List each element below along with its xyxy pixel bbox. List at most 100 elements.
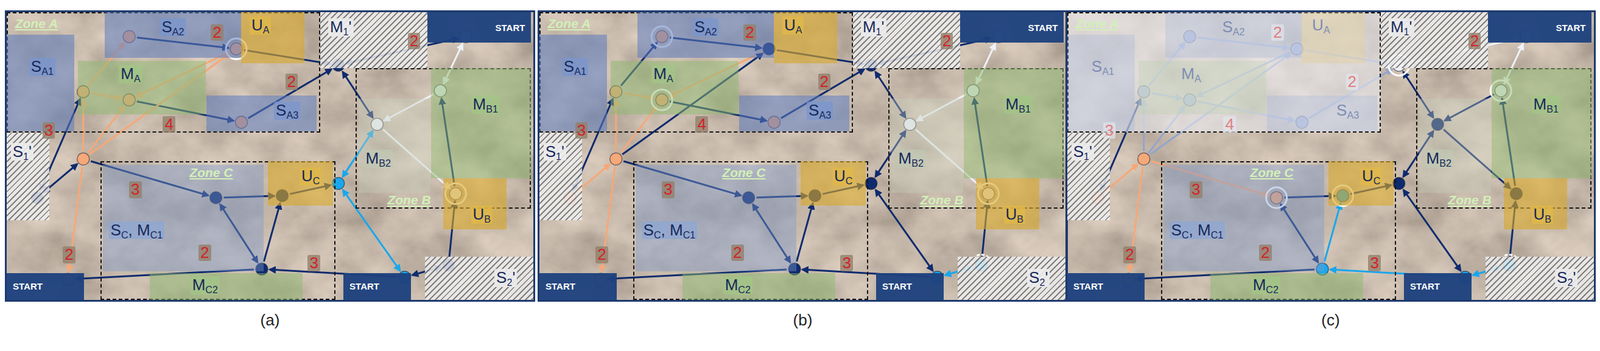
text-part: M <box>329 17 344 36</box>
text-part: ' <box>881 17 885 36</box>
text-part: A <box>1194 73 1202 85</box>
terrain <box>6 12 534 301</box>
cost-number: 4 <box>1223 116 1236 133</box>
region-label: SA3 <box>806 101 833 120</box>
number-holder: 2 <box>731 244 744 262</box>
region-label: S2' <box>1554 269 1578 288</box>
map-panel: (a)Zone ASA1SA2UAMASA3M1'STARTZone BMB1M… <box>4 10 536 302</box>
region-label: S1' <box>10 143 34 162</box>
area-region: MA <box>610 60 739 114</box>
route-arrow <box>1324 203 1341 262</box>
cost-number: 3 <box>840 255 853 272</box>
number-holder: 4 <box>162 116 175 133</box>
text-part: M <box>1533 94 1548 114</box>
region-label: MB1 <box>1531 95 1561 114</box>
text-part: S <box>31 57 42 76</box>
zone-label: Zone B <box>1447 192 1492 208</box>
start-box: START <box>960 12 1065 43</box>
start-box: START <box>1067 273 1145 301</box>
area-region: MC2 <box>149 273 303 301</box>
region-label: M1' <box>860 18 887 37</box>
region-label: UB <box>471 205 494 225</box>
number-holder: 3 <box>840 255 853 272</box>
text-part: ' <box>28 142 32 161</box>
region-label: MB1 <box>471 95 500 114</box>
area-region: SA1 <box>6 34 75 132</box>
start-box: START <box>1403 273 1472 301</box>
region-label: M1' <box>1388 18 1415 37</box>
terrain <box>1067 12 1594 301</box>
text-part: 1 <box>1403 26 1410 38</box>
text-part: B1 <box>485 104 499 116</box>
area-region: MC2 <box>1210 273 1364 301</box>
text-part: S <box>694 17 705 36</box>
region-label: SA1 <box>1089 57 1116 77</box>
text-part: U <box>784 15 796 35</box>
text-part: S <box>161 17 172 36</box>
text-part: (a) <box>260 311 281 330</box>
cost-number: 3 <box>307 255 320 272</box>
text-part: A <box>263 24 270 36</box>
text-part: A1 <box>1101 66 1115 78</box>
region-label: S2' <box>1027 269 1050 288</box>
hatched-region: S1' <box>6 132 50 221</box>
cost-number: 2 <box>731 244 744 262</box>
start-box: START <box>343 273 411 301</box>
area-region: SA3 <box>739 95 850 132</box>
text-part: S <box>12 142 24 161</box>
text-part: START <box>1410 281 1440 292</box>
text-part: S <box>1028 268 1040 287</box>
cost-number: 3 <box>575 122 588 139</box>
text-part: C <box>1373 175 1381 187</box>
text-part: START <box>1028 22 1059 33</box>
area-region: MA <box>77 60 206 114</box>
text-part: S <box>545 142 556 161</box>
region-label: UC <box>1360 167 1383 186</box>
region-label: START <box>882 281 913 292</box>
text-part: A <box>1323 24 1331 36</box>
number-holder: 2 <box>1346 73 1359 91</box>
text-part: Zone C <box>189 165 233 180</box>
text-part: START <box>495 22 526 33</box>
cost-number: 2 <box>210 24 223 41</box>
map-panel: (c)Zone ASA1SA2UAMASA3M1'STARTZone BMB1M… <box>1065 10 1596 302</box>
text-part: M <box>1197 221 1211 240</box>
number-holder: 3 <box>1103 122 1116 139</box>
cost-number: 3 <box>1103 122 1116 139</box>
region-label: SC, MC1 <box>641 221 698 240</box>
cost-number: 2 <box>1123 246 1136 264</box>
waypoint-dot <box>610 152 623 165</box>
region-label: MB2 <box>896 149 926 169</box>
number-holder: 2 <box>1468 32 1481 50</box>
area-region: MB2 <box>358 98 430 193</box>
area-region: MC2 <box>682 273 836 301</box>
cost-number: 2 <box>407 32 421 50</box>
region-label: START <box>1410 281 1440 292</box>
text-part: M <box>1181 64 1195 83</box>
text-part: M <box>898 149 913 168</box>
text-part: 1 <box>343 26 349 38</box>
text-part: ' <box>1572 268 1576 287</box>
area-region: SA3 <box>206 95 317 132</box>
area-region: SA3 <box>1266 95 1378 132</box>
area-region: MB1 <box>963 68 1064 179</box>
text-part: A <box>795 24 803 36</box>
text-part: M <box>120 64 134 83</box>
waypoint-dot <box>77 152 90 165</box>
text-part: M <box>1390 17 1404 36</box>
text-part: S <box>1091 57 1102 76</box>
map-panel-art <box>539 12 1067 301</box>
text-part: A3 <box>1346 110 1359 122</box>
region-label: START <box>545 281 576 292</box>
start-box: START <box>876 273 944 301</box>
number-holder: 2 <box>285 73 298 91</box>
region-label: MB2 <box>364 149 393 169</box>
text-part: M <box>653 64 667 83</box>
text-part: Zone B <box>1447 192 1492 208</box>
region-label: MC2 <box>190 276 220 295</box>
text-part: START <box>882 281 913 292</box>
text-part: B <box>1016 214 1024 226</box>
text-part: A3 <box>286 110 299 122</box>
text-part: S <box>110 221 122 240</box>
text-part: , <box>128 221 137 240</box>
